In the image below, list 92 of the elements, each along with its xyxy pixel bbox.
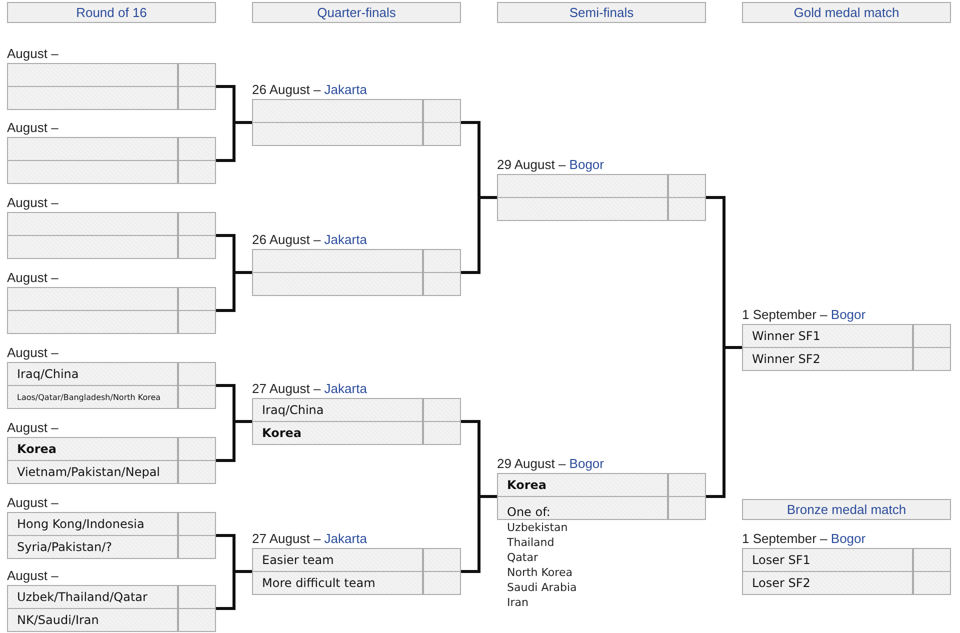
team-row	[742, 548, 951, 572]
bracket-line	[216, 121, 252, 162]
venue-link: Bogor	[569, 456, 604, 471]
team-row	[7, 512, 216, 536]
match-date: August –	[7, 46, 58, 61]
team-row	[497, 496, 706, 520]
venue-link: Bogor	[569, 157, 604, 172]
team-row	[7, 362, 216, 386]
match-date: 26 August –	[252, 82, 321, 97]
team-name: Korea	[506, 478, 548, 492]
match-date: August –	[7, 120, 58, 135]
candidate-team: Iran	[507, 595, 528, 610]
team-name: Loser SF1	[751, 553, 812, 567]
team-row	[7, 212, 216, 236]
round-header: Gold medal match	[742, 2, 951, 23]
team-name: Easier team	[261, 553, 335, 567]
team-row	[7, 460, 216, 484]
team-row	[497, 174, 706, 198]
team-name: Korea	[16, 442, 58, 456]
bracket-line	[216, 570, 252, 610]
team-name: Korea	[261, 426, 302, 440]
team-name: More difficult team	[261, 576, 376, 590]
team-row	[742, 324, 951, 348]
round-header: Semi-finals	[497, 2, 706, 23]
team-row	[252, 421, 461, 445]
candidate-team: Qatar	[507, 550, 538, 565]
team-row	[7, 437, 216, 461]
team-row	[742, 347, 951, 371]
bracket-line	[461, 495, 497, 573]
team-row	[7, 585, 216, 609]
team-name: Loser SF2	[751, 576, 812, 590]
match-date: 27 August –	[252, 531, 321, 546]
candidate-team: Saudi Arabia	[507, 580, 577, 595]
team-row	[252, 249, 461, 273]
team-row	[252, 122, 461, 146]
venue-link: Jakarta	[324, 82, 367, 97]
team-name: Winner SF1	[751, 329, 822, 343]
match-date: August –	[7, 195, 58, 210]
round-header: Round of 16	[7, 2, 216, 23]
match-date: 1 September –	[742, 531, 828, 546]
match-date: 27 August –	[252, 381, 321, 396]
team-row	[7, 385, 216, 409]
venue-link: Jakarta	[324, 232, 367, 247]
bracket-line	[706, 346, 742, 498]
match-date: August –	[7, 345, 58, 360]
team-row	[497, 473, 706, 497]
team-row	[7, 235, 216, 259]
match-date: 1 September –	[742, 307, 828, 322]
team-name: Vietnam/Pakistan/Nepal	[16, 465, 162, 479]
team-row	[7, 160, 216, 184]
team-row	[7, 137, 216, 161]
team-row	[252, 99, 461, 123]
round-header: Bronze medal match	[742, 499, 951, 520]
team-name: NK/Saudi/Iran	[16, 613, 100, 627]
team-row	[497, 197, 706, 221]
venue-link: Jakarta	[324, 531, 367, 546]
team-name: Syria/Pakistan/?	[16, 540, 114, 554]
match-date: 29 August –	[497, 456, 566, 471]
team-row	[252, 571, 461, 595]
team-row	[252, 272, 461, 296]
team-name: Iraq/China	[261, 403, 325, 417]
team-name: Hong Kong/Indonesia	[16, 517, 146, 531]
team-name: Winner SF2	[751, 352, 822, 366]
team-row	[7, 608, 216, 632]
team-row	[7, 287, 216, 311]
bracket-line	[461, 196, 497, 274]
team-name: Iraq/China	[16, 367, 80, 381]
bracket-line	[216, 271, 252, 312]
team-name: One of:	[506, 505, 552, 519]
team-row	[7, 86, 216, 110]
match-date: 29 August –	[497, 157, 566, 172]
bracket-line	[216, 420, 252, 462]
candidate-team: Uzbekistan	[507, 520, 568, 535]
team-row	[252, 398, 461, 422]
team-row	[742, 571, 951, 595]
venue-link: Bogor	[830, 531, 866, 546]
team-row	[252, 548, 461, 572]
candidate-team: North Korea	[507, 565, 572, 580]
team-name: Uzbek/Thailand/Qatar	[16, 590, 148, 604]
match-date: August –	[7, 270, 58, 285]
venue-link: Jakarta	[324, 381, 367, 396]
team-row	[7, 535, 216, 559]
team-row	[7, 63, 216, 87]
venue-link: Bogor	[830, 307, 866, 322]
match-date: August –	[7, 420, 58, 435]
match-date: August –	[7, 568, 58, 583]
team-name: Laos/Qatar/Bangladesh/North Korea	[16, 392, 162, 402]
candidate-team: Thailand	[507, 535, 554, 550]
team-row	[7, 310, 216, 334]
match-date: August –	[7, 495, 58, 510]
match-date: 26 August –	[252, 232, 321, 247]
round-header: Quarter-finals	[252, 2, 461, 23]
